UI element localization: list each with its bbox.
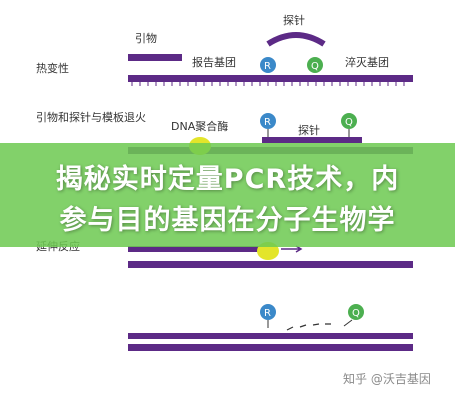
- label-primer: 引物: [135, 31, 157, 45]
- extension-arrow-3: [281, 245, 303, 253]
- quencher-q-2-letter: Q: [345, 117, 353, 128]
- title-banner: 揭秘实时定量PCR技术，内 参与目的基因在分子生物学: [0, 143, 455, 247]
- quencher-stem-4: [343, 319, 353, 327]
- watermark: 知乎 @沃吉基因: [343, 372, 431, 386]
- reporter-r-1-letter: R: [264, 61, 271, 72]
- banner-line-1: 揭秘实时定量PCR技术，内: [55, 164, 400, 195]
- extended-strand-4: [128, 333, 413, 339]
- quencher-q-1-letter: Q: [311, 61, 319, 72]
- label-anneal: 引物和探针与模板退火: [36, 110, 146, 124]
- reporter-r-4-letter: R: [264, 308, 271, 319]
- label-polymerase: DNA聚合酶: [171, 119, 228, 133]
- quencher-q-1: [307, 57, 323, 73]
- template-ticks-1: [131, 82, 405, 86]
- label-denature: 热变性: [36, 61, 69, 75]
- label-probe-2: 探针: [298, 123, 320, 137]
- probe-strand-2: [262, 137, 362, 143]
- template-strand-3: [128, 261, 413, 268]
- template-strand-4: [128, 344, 413, 351]
- reporter-r-2-letter: R: [264, 117, 271, 128]
- quencher-q-2: [341, 113, 357, 129]
- banner-line-2: 参与目的基因在分子生物学: [59, 205, 396, 236]
- quencher-q-4: [348, 304, 364, 320]
- cleaved-fragments-4: [286, 323, 331, 331]
- primer-strand-1: [128, 54, 182, 61]
- label-quencher: 淬灭基团: [345, 55, 389, 69]
- label-probe: 探针: [283, 13, 305, 27]
- reporter-r-4: [260, 304, 276, 320]
- template-strand-1: [128, 75, 413, 82]
- quencher-q-4-letter: Q: [352, 308, 360, 319]
- probe-arc-1: [266, 32, 326, 47]
- reporter-r-1: [260, 57, 276, 73]
- label-reporter: 报告基团: [192, 55, 236, 69]
- reporter-r-2: [260, 113, 276, 129]
- extension-strand-3: [128, 246, 260, 252]
